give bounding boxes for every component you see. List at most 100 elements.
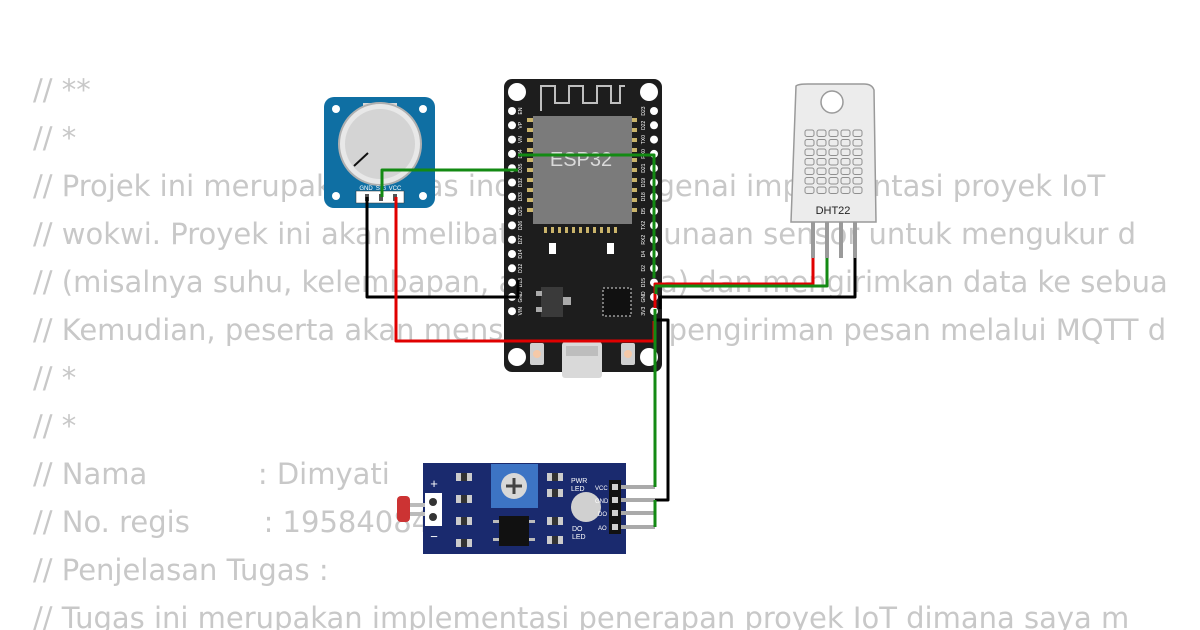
wire-dht-vcc[interactable] (653, 258, 815, 308)
ldr-terminal-hole (429, 498, 437, 506)
esp32-board[interactable]: ESP32 ENVPVND34D35D32D33D25D26D27D14D12D… (504, 79, 662, 378)
esp32-pin-left[interactable] (508, 192, 516, 201)
dht22-vent-slot (804, 186, 815, 194)
esp32-pin-left[interactable] (508, 121, 516, 130)
potentiometer[interactable]: GND SIG VCC (324, 97, 435, 208)
dht22-label: DHT22 (816, 205, 851, 217)
wire-ldr-gnd[interactable] (655, 318, 670, 502)
dht22-sensor[interactable]: DHT22 (790, 83, 877, 258)
ldr-pin-lead (621, 485, 655, 489)
ldr-pin-lead (621, 525, 655, 529)
esp32-pin-label: VP (518, 121, 524, 128)
dht22-vent-slot (852, 139, 863, 147)
pwr-led-label: LED (571, 486, 585, 493)
esp32-pin-label: D15 (641, 278, 647, 287)
dht22-vent-slot (852, 177, 863, 185)
ldr-pin-lead (621, 498, 655, 502)
ldr-pin-header (609, 480, 621, 534)
dht22-vent-slot (840, 158, 851, 166)
dht22-pin[interactable] (825, 222, 829, 258)
esp32-pin-label: D26 (518, 221, 524, 230)
esp32-module-shield (533, 116, 632, 224)
esp32-pin-left[interactable] (508, 264, 516, 273)
do-led-label: DO (572, 526, 583, 533)
code-line: // ** (33, 73, 91, 107)
ldr-pin-pad[interactable] (612, 510, 618, 516)
dht22-vent-slot (804, 148, 815, 156)
ldr-pin-pad[interactable] (612, 497, 618, 503)
ldr-pin-pad[interactable] (612, 524, 618, 530)
wire-dht-data[interactable] (654, 258, 829, 294)
ldr-pin-pad[interactable] (612, 484, 618, 490)
esp32-pin-left[interactable] (508, 207, 516, 216)
esp32-pin-label: D25 (518, 206, 524, 215)
pot-pin-label: GND (359, 186, 373, 192)
wire-esp-jumper[interactable] (518, 153, 656, 278)
esp32-pin-right[interactable] (650, 135, 658, 144)
esp32-pin-left[interactable] (508, 107, 516, 115)
dht22-pin[interactable] (853, 222, 857, 258)
ldr-terminal-hole (429, 513, 437, 521)
dht22-mount-hole (820, 90, 844, 114)
esp32-pin-left[interactable] (508, 307, 516, 316)
esp32-mount-hole (640, 83, 658, 101)
esp32-mount-hole (508, 348, 526, 366)
dht22-vent-slot (816, 139, 827, 147)
esp32-smd-component (607, 243, 614, 254)
pot-knob[interactable] (345, 109, 415, 179)
wire-pot-gnd[interactable] (365, 197, 520, 299)
dht22-vent-slot (840, 139, 851, 147)
code-line: // Nama : Dimyati (33, 457, 390, 491)
code-line: // Penjelasan Tugas : (33, 553, 329, 587)
pot-mount-hole (419, 192, 427, 200)
esp32-pin-label: D35 (518, 163, 524, 172)
esp32-pin-left[interactable] (508, 278, 516, 287)
ldr-pin-label: GND (595, 499, 609, 505)
esp32-pin-left[interactable] (508, 178, 516, 187)
esp32-pin-left[interactable] (508, 221, 516, 230)
esp32-pin-left[interactable] (508, 135, 516, 144)
esp32-pin-left[interactable] (508, 235, 516, 244)
wire-pot-signal[interactable] (380, 168, 518, 197)
chip-pin (493, 520, 499, 523)
dht22-vent-slot (840, 186, 851, 194)
esp32-pin-label: TX2 (641, 221, 647, 230)
dht22-pin[interactable] (839, 222, 843, 258)
pot-knob-indicator (353, 152, 369, 167)
wires (365, 153, 857, 527)
esp32-pin-label: D33 (518, 192, 524, 201)
dht22-vent-slot (828, 139, 839, 147)
pot-mount-hole (332, 105, 340, 113)
esp32-pin-label: D23 (641, 106, 647, 115)
dht22-vent-slot (816, 167, 827, 175)
pot-pin-label: VCC (389, 186, 402, 192)
ldr-smd-resistors (456, 473, 563, 547)
esp32-module-pads (527, 118, 637, 212)
pot-mount-hole (332, 192, 340, 200)
boot-button-cap (624, 350, 632, 358)
esp32-pin-label: RX2 (641, 235, 647, 245)
dht22-vent-slot (852, 167, 863, 175)
esp32-pin-right[interactable] (650, 107, 658, 115)
do-led-label: LED (572, 534, 586, 541)
comparator-chip (499, 516, 529, 546)
esp32-pin-right[interactable] (650, 121, 658, 130)
ldr-module[interactable]: + − PWR LED DO LED VCC GND DO AO (397, 463, 655, 554)
minus-sign: − (430, 529, 438, 544)
esp32-pin-left[interactable] (508, 250, 516, 258)
dht22-pin[interactable] (811, 222, 815, 258)
esp32-pin-left[interactable] (508, 149, 516, 158)
ldr-pin-lead (621, 511, 655, 515)
esp32-pin-label: D2 (641, 265, 647, 272)
ldr-pin-label: AO (598, 526, 607, 532)
wire-dht-gnd[interactable] (658, 258, 857, 309)
code-line: // * (33, 121, 77, 155)
regulator-pin (536, 291, 542, 296)
en-button-cap (533, 350, 541, 358)
code-line: // * (33, 409, 77, 443)
dht22-vent-slot (852, 129, 863, 137)
esp32-pin-label: EN (518, 107, 524, 114)
esp32-pin-headers: ENVPVND34D35D32D33D25D26D27D14D12D13GNDV… (508, 106, 658, 316)
dht22-vent-slot (804, 139, 815, 147)
pot-pin[interactable] (379, 194, 383, 201)
